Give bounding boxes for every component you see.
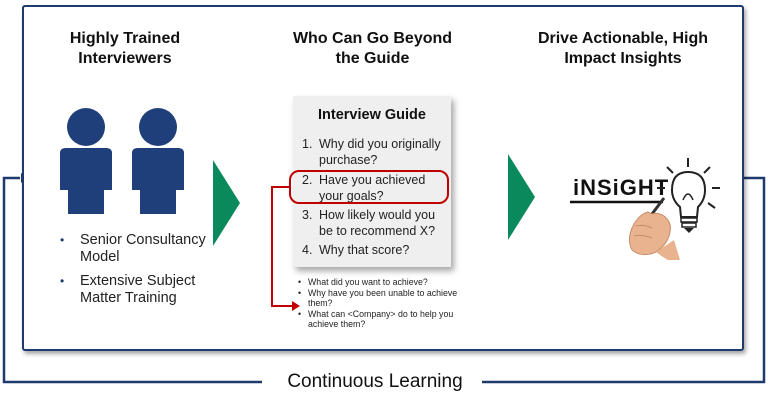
hand-icon <box>628 197 680 260</box>
title-highly-trained: Highly Trained Interviewers <box>69 30 181 67</box>
trainer-bullets: •Senior Consultancy Model •Extensive Sub… <box>54 232 214 314</box>
guide-question: 1.Why did you originally purchase? <box>302 137 441 167</box>
guide-question: 3.How likely would you be to recommend X… <box>302 208 436 238</box>
chevron-right-icon <box>213 160 240 246</box>
title-drive-insights: Drive Actionable, High Impact Insights <box>537 30 709 67</box>
guide-title: Interview Guide <box>318 107 426 123</box>
followup-questions: •What did you want to achieve? •Why have… <box>298 277 458 330</box>
followup-item: •What did you want to achieve? <box>298 277 428 287</box>
followup-connector <box>271 186 300 311</box>
question-highlight <box>289 170 449 204</box>
bullet-item: •Extensive Subject Matter Training <box>60 273 196 306</box>
continuous-learning-label: Continuous Learning <box>268 370 482 394</box>
lightbulb-icon <box>657 158 720 233</box>
bullet-item: •Senior Consultancy Model <box>60 232 206 265</box>
person-icon <box>60 108 112 214</box>
interview-guide-card: Interview Guide 1.Why did you originally… <box>293 96 451 267</box>
insight-illustration: iNSiGHT <box>570 158 720 260</box>
guide-question: 2.Have you achieved your goals? <box>302 173 426 203</box>
title-go-beyond: Who Can Go Beyond the Guide <box>292 30 453 67</box>
followup-item: •What can <Company> do to help you achie… <box>298 308 454 330</box>
guide-question: 4.Why that score? <box>302 243 410 257</box>
chevron-right-icon <box>508 154 535 240</box>
followup-item: •Why have you been unable to achieve the… <box>298 287 458 309</box>
person-icon <box>132 108 184 214</box>
insight-word: iNSiGHT <box>573 175 669 200</box>
